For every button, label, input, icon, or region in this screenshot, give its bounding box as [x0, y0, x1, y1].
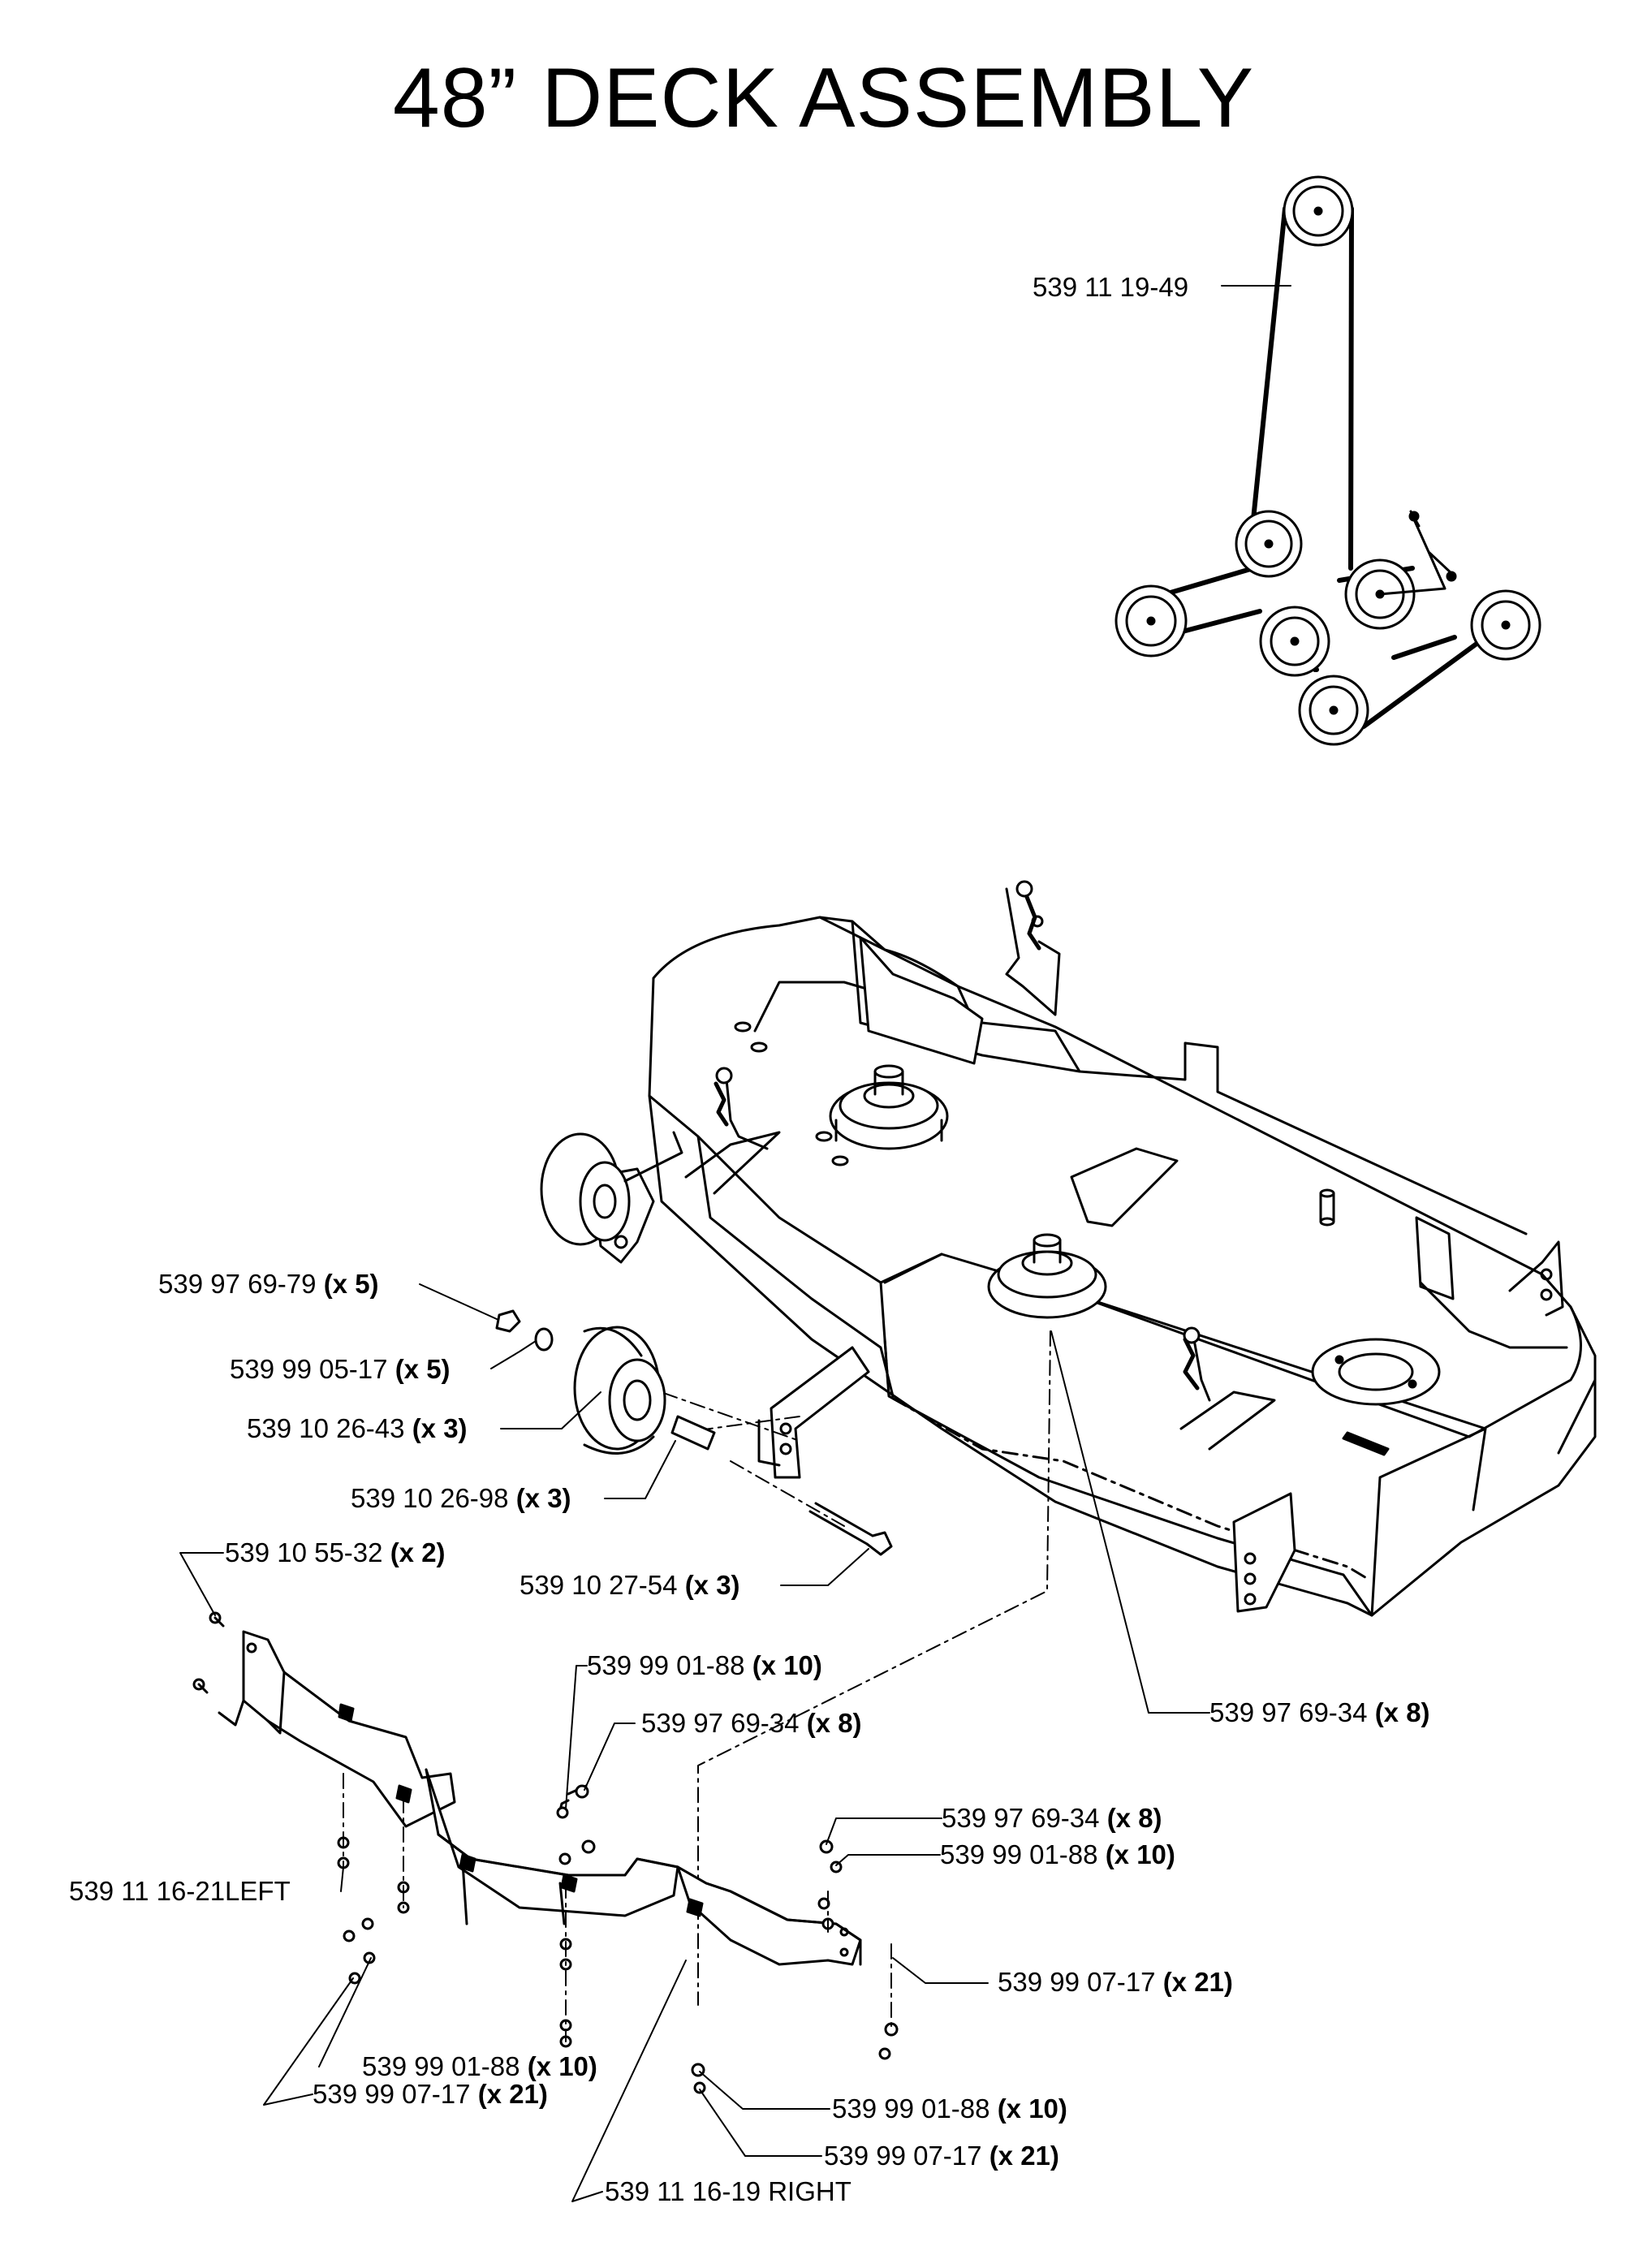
- deck-spindle-right: [1311, 1338, 1441, 1406]
- callout-nut-mid: 539 97 69-34 (x 8): [641, 1710, 862, 1736]
- quantity: (x 8): [806, 1708, 862, 1738]
- callout-locknut-right: 539 99 07-17 (x 21): [998, 1968, 1233, 1995]
- guard-center: [425, 1768, 679, 1925]
- hanger-bracket-left: [684, 1067, 781, 1195]
- part-number: 539 99 01-88: [832, 2093, 990, 2124]
- part-number: 539 97 69-34: [942, 1803, 1100, 1833]
- quantity: (x 10): [527, 2051, 597, 2081]
- part-number: 539 99 01-88: [362, 2051, 520, 2081]
- quantity: (x 8): [1374, 1697, 1430, 1727]
- part-number: 539 99 01-88: [940, 1839, 1098, 1869]
- quantity: (x 10): [1105, 1839, 1175, 1869]
- mower-deck: [540, 880, 1597, 2006]
- part-number: 539 99 07-17: [313, 2079, 471, 2109]
- belt-routing-diagram: [1115, 175, 1541, 746]
- callout-locknut-lower-left: 539 99 07-17 (x 21): [313, 2080, 548, 2107]
- quantity: (x 5): [323, 1269, 379, 1299]
- wheel-hardware: [495, 1309, 893, 1556]
- quantity: (x 2): [390, 1537, 446, 1567]
- part-number: 539 10 27-54: [520, 1570, 678, 1600]
- callout-nut-right-guard: 539 97 69-34 (x 8): [942, 1804, 1162, 1831]
- quantity: (x 5): [395, 1354, 451, 1384]
- quantity: (x 3): [684, 1570, 740, 1600]
- quantity: (x 3): [412, 1413, 468, 1443]
- quantity: (x 10): [997, 2093, 1067, 2124]
- part-number: 539 99 01-88: [587, 1650, 745, 1680]
- part-number: 539 11 16-19 RIGHT: [605, 2176, 852, 2206]
- callout-screw-top: 539 10 55-32 (x 2): [225, 1539, 446, 1566]
- callout-washer-bottom: 539 99 01-88 (x 10): [832, 2095, 1067, 2122]
- callout-washer-wheel: 539 99 05-17 (x 5): [230, 1356, 451, 1382]
- guard-right: [676, 1865, 862, 1966]
- washer: [534, 1327, 554, 1352]
- idler-bracket: [1070, 1147, 1179, 1227]
- part-number: 539 99 07-17: [998, 1967, 1156, 1997]
- callout-washer-lower-left: 539 99 01-88 (x 10): [362, 2053, 597, 2080]
- quantity: (x 21): [477, 2079, 548, 2109]
- side-plate-right: [1415, 1216, 1568, 1349]
- callout-bolt-wheel: 539 10 27-54 (x 3): [520, 1572, 740, 1598]
- front-right-bracket: [1232, 1492, 1296, 1613]
- gauge-wheel: [573, 1326, 666, 1455]
- part-number: 539 11 16-21LEFT: [69, 1876, 291, 1906]
- part-number: 539 99 05-17: [230, 1354, 388, 1384]
- callout-washer-mid: 539 99 01-88 (x 10): [587, 1652, 822, 1679]
- guard-left: [218, 1630, 456, 1828]
- part-number: 539 11 19-49: [1033, 272, 1189, 302]
- quantity: (x 21): [989, 2141, 1059, 2171]
- guard-hardware: [192, 1611, 899, 2094]
- page-title: 48” DECK ASSEMBLY: [392, 51, 1255, 145]
- callout-spacer: 539 10 26-98 (x 3): [351, 1485, 571, 1511]
- deck-spindle-center: [987, 1233, 1107, 1319]
- part-number: 539 10 55-32: [225, 1537, 383, 1567]
- nut: [495, 1309, 521, 1333]
- part-number: 539 97 69-34: [1209, 1697, 1368, 1727]
- wheel-spacer: [670, 1415, 716, 1451]
- front-left-wheel-assembly: [540, 1131, 683, 1264]
- callout-right-guard: 539 11 16-19 RIGHT: [605, 2178, 852, 2205]
- callout-belt: 539 11 19-49: [1033, 274, 1188, 300]
- leader-lines: [179, 285, 1291, 2202]
- quantity: (x 21): [1162, 1967, 1233, 1997]
- callout-locknut-bottom: 539 99 07-17 (x 21): [824, 2142, 1059, 2169]
- callout-washer-right-guard: 539 99 01-88 (x 10): [940, 1841, 1175, 1868]
- part-number: 539 10 26-43: [247, 1413, 405, 1443]
- deck-spindle-left: [829, 1064, 949, 1150]
- deck-skirt: [648, 1094, 1597, 1617]
- front-center-bracket: [757, 1346, 870, 1479]
- hanger-bracket-center: [1179, 1326, 1276, 1451]
- part-number: 539 97 69-34: [641, 1708, 800, 1738]
- callout-nut-wheel: 539 97 69-79 (x 5): [158, 1270, 379, 1297]
- wheel-bolt: [808, 1502, 893, 1556]
- hanger-bracket-right-rear: [1005, 880, 1061, 1016]
- part-number: 539 99 07-17: [824, 2141, 982, 2171]
- chute-panel: [883, 1338, 1369, 1580]
- part-number: 539 10 26-98: [351, 1483, 509, 1513]
- quantity: (x 8): [1106, 1803, 1162, 1833]
- part-number: 539 97 69-79: [158, 1269, 317, 1299]
- callout-left-guard: 539 11 16-21LEFT: [69, 1878, 291, 1904]
- belt-cover: [859, 936, 984, 1065]
- callout-nut-right-deck: 539 97 69-34 (x 8): [1209, 1699, 1430, 1726]
- quantity: (x 10): [752, 1650, 822, 1680]
- callout-wheel: 539 10 26-43 (x 3): [247, 1415, 468, 1442]
- quantity: (x 3): [515, 1483, 571, 1513]
